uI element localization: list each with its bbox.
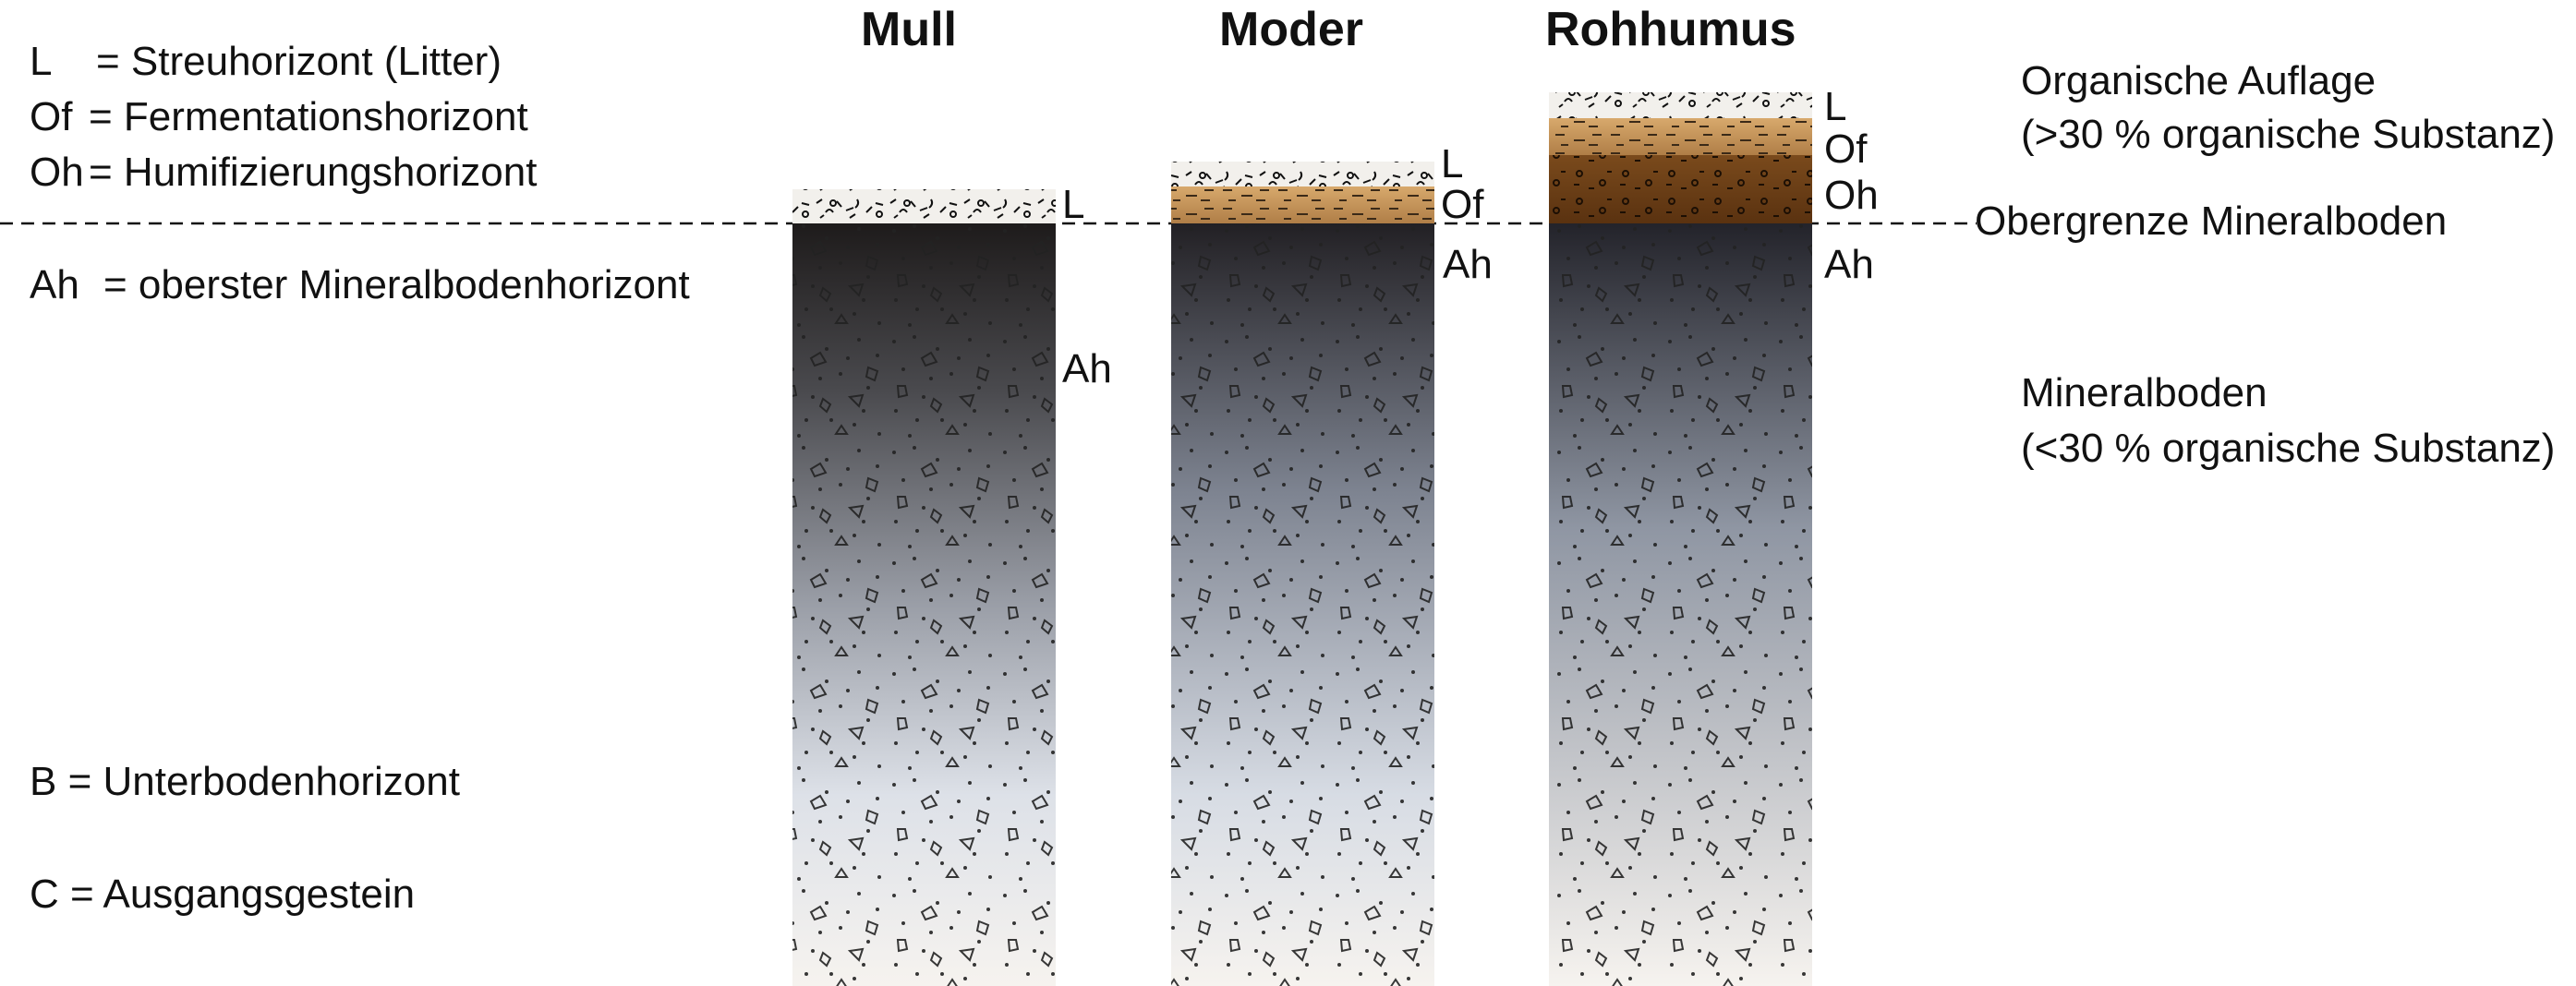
legend-of-code: Of — [30, 94, 73, 139]
moder-label-ah: Ah — [1443, 242, 1493, 287]
legend-ah-code: Ah — [30, 262, 79, 307]
moder-label-l: L — [1441, 141, 1464, 186]
rohhumus-label-l: L — [1824, 84, 1847, 129]
profile-title-moder: Moder — [1219, 3, 1363, 56]
rohhumus-label-ah: Ah — [1824, 242, 1874, 287]
organic-layer-title: Organische Auflage — [2021, 58, 2376, 103]
profile-mull — [792, 189, 1056, 986]
legend-l-code: L — [30, 39, 53, 84]
legend-l-text: = Streuhorizont (Litter) — [96, 39, 502, 84]
legend-ah: Ah = oberster Mineralbodenhorizont — [30, 262, 690, 308]
legend-oh: Oh= Humifizierungshorizont — [30, 150, 537, 196]
legend-oh-code: Oh — [30, 150, 84, 195]
profile-rohhumus — [1549, 92, 1812, 986]
legend-of-text: = Fermentationshorizont — [89, 94, 528, 139]
legend-oh-text: = Humifizierungshorizont — [89, 150, 538, 195]
profile-title-mull: Mull — [861, 3, 957, 56]
mull-label-ah: Ah — [1062, 346, 1112, 391]
legend-of: Of = Fermentationshorizont — [30, 94, 528, 140]
mineral-boundary-label: Obergrenze Mineralboden — [1975, 198, 2448, 244]
organic-layer-subtitle: (>30 % organische Substanz) — [2021, 112, 2556, 157]
legend-b: B = Unterbodenhorizont — [30, 759, 460, 804]
legend-c: C = Ausgangsgestein — [30, 872, 416, 917]
moder-label-of: Of — [1441, 182, 1484, 227]
legend-l: L = Streuhorizont (Litter) — [30, 39, 502, 85]
profile-title-rohhumus: Rohhumus — [1545, 3, 1796, 56]
profile-moder — [1171, 162, 1434, 986]
rohhumus-label-oh: Oh — [1824, 173, 1879, 218]
legend-ah-text: = oberster Mineralbodenhorizont — [103, 262, 690, 307]
rohhumus-label-of: Of — [1824, 126, 1868, 172]
mineral-soil-title: Mineralboden — [2021, 370, 2268, 415]
mull-label-l: L — [1062, 182, 1085, 227]
mineral-soil-subtitle: (<30 % organische Substanz) — [2021, 426, 2556, 471]
